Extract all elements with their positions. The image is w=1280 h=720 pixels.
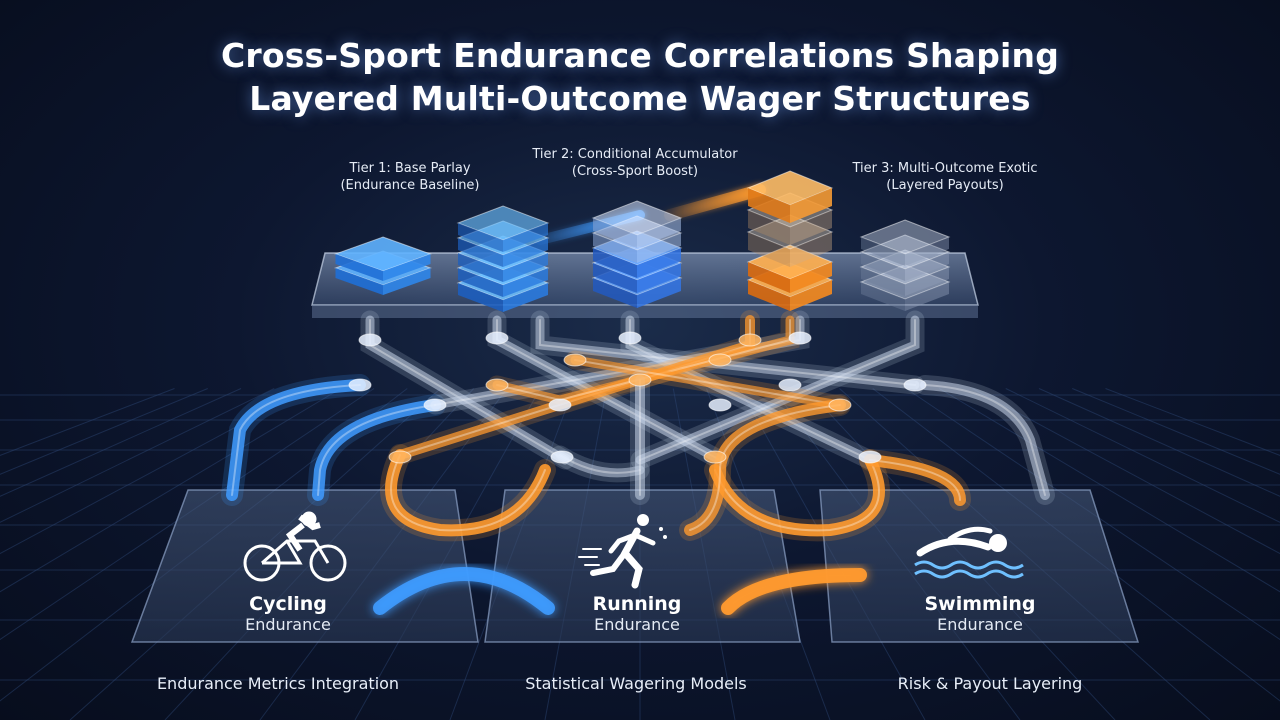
tier-3-title: Tier 3: Multi-Outcome Exotic [852,161,1038,176]
pipe-segment [630,310,925,470]
pipe-node [563,353,587,367]
running-panel [484,489,801,643]
running-label: Running [592,593,682,615]
pipe-node [858,450,882,464]
panel-arcs [373,567,867,615]
stack-layer [859,219,951,266]
pipe-node [423,398,447,412]
stack-layer [859,264,951,311]
tier-1-title: Tier 1: Base Parlay [349,161,471,176]
stack-layer [859,234,951,281]
stack-layer [746,244,834,293]
tier-1-stack-b [456,205,550,312]
stack-layer [746,170,834,223]
tier-2-subtitle: (Cross-Sport Boost) [571,164,699,179]
tier-3-stack-silver [859,219,951,311]
cycling-label: Cycling [249,593,327,615]
tier-1-stack-a [334,236,432,295]
stack-layer [746,214,834,267]
tier-2-label: Tier 2: Conditional Accumulator (Cross-S… [530,146,740,180]
cyclist-icon [243,511,347,582]
page-title-line-1: Cross-Sport Endurance Correlations Shapi… [220,36,1060,75]
cycling-sublabel: Endurance [245,615,331,634]
tier-3-stack-orange [746,244,834,311]
page-title-line-2: Layered Multi-Outcome Wager Structures [249,79,1031,118]
pipe-node [550,450,574,464]
pipe-node [485,378,509,392]
tier-1-label: Tier 1: Base Parlay (Endurance Baseline) [310,160,510,194]
pipe-segment [487,310,800,410]
pipe-node [828,398,852,412]
tier-2-stack [591,200,683,308]
pipe-segment [704,449,890,542]
pipe-node [388,450,412,464]
pipe-node [548,398,572,412]
pipe-segment [620,310,880,470]
tier-3-subtitle: (Layered Payouts) [886,178,1004,193]
pipe-node [708,398,732,412]
stack-layer [591,200,683,248]
pipe-node [738,333,762,347]
tier-2-title: Tier 2: Conditional Accumulator [532,147,738,162]
swimmer-icon [914,526,1024,579]
pipe-segment [221,374,371,506]
pipe-node [708,353,732,367]
tier-3-stack-glass [746,170,834,267]
stack-layer [456,205,550,252]
pipe-node [358,333,382,347]
pipe-nodes [348,331,927,464]
footer-endurance-metrics: Endurance Metrics Integration [156,674,400,693]
pipe-node [703,450,727,464]
tier-1-subtitle: (Endurance Baseline) [340,178,480,193]
pipe-node [903,378,927,392]
pipe-segment [530,310,925,395]
pipe-node [788,331,812,345]
footer-risk-payout: Risk & Payout Layering [897,674,1083,693]
pipe-node [618,331,642,345]
pipe-node [485,331,509,345]
pipe-segment [565,350,850,415]
pipe-node [778,378,802,392]
tier-3-label: Tier 3: Multi-Outcome Exotic (Layered Pa… [840,160,1050,194]
pipe-node [348,378,372,392]
swimming-sublabel: Endurance [937,615,1023,634]
swimming-label: Swimming [924,593,1036,615]
pipe-segment [859,449,971,511]
pipe-network [221,310,1055,542]
stack-layer [334,236,432,281]
running-sublabel: Endurance [594,615,680,634]
footer-statistical-models: Statistical Wagering Models [525,674,747,693]
stack-layer [859,249,951,296]
swimming-panel [819,489,1140,643]
pipe-segment [380,444,556,542]
tier-stacks [334,170,951,312]
runner-icon [578,514,667,589]
pipe-node [628,373,652,387]
pipe-segment [307,394,446,506]
pipe-segment [915,375,1055,505]
